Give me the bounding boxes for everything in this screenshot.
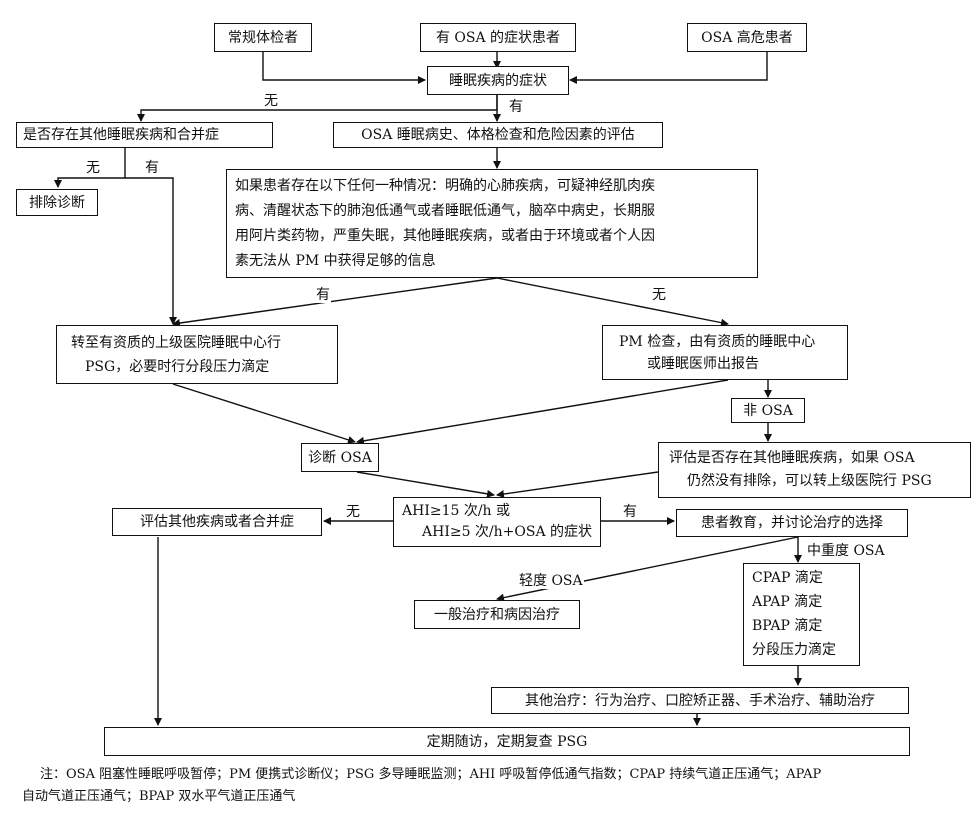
other-treatment-box: 其他治疗：行为治疗、口腔矫正器、手术治疗、辅助治疗 [491,687,909,714]
patient-education-box: 患者教育，并讨论治疗的选择 [676,509,908,537]
evaluate-comorbidity-box: 评估其他疾病或者合并症 [112,508,322,536]
follow-up-box: 定期随访，定期复查 PSG [104,727,910,756]
label-conditions-yes: 有 [315,287,331,303]
refer-psg-line-2: PSG，必要时行分段压力滴定 [85,359,270,375]
titration-box: CPAP 滴定 APAP 滴定 BPAP 滴定 分段压力滴定 [743,563,860,666]
label-symptom-no: 无 [263,93,279,109]
label-ahi-yes: 有 [622,504,638,520]
arrow-psg-to-diag [172,383,356,444]
conditions-line-3: 用阿片类药物，严重失眠，其他睡眠疾病，或者由于环境或者个人因 [235,228,655,244]
diagnose-osa-box: 诊断 OSA [301,443,379,472]
ahi-line-2: AHI≥5 次/h+OSA 的症状 [422,524,593,540]
exclude-diagnosis-box: 排除诊断 [16,189,98,216]
pm-exam-box: PM 检查，由有资质的睡眠中心 或睡眠医师出报告 [602,325,848,380]
label-symptom-yes: 有 [508,99,524,115]
label-other-yes: 有 [144,160,160,176]
label-conditions-no: 无 [651,287,667,303]
refer-psg-box: 转至有资质的上级医院睡眠中心行 PSG，必要时行分段压力滴定 [56,325,338,384]
arrow-routine-to-symptom [262,52,426,84]
titration-apap: APAP 滴定 [752,594,823,610]
evaluate-other-line-2: 仍然没有排除，可以转上级医院行 PSG [687,473,932,489]
titration-split: 分段压力滴定 [752,642,836,658]
label-moderate-severe: 中重度 OSA [806,543,886,559]
pm-exam-line-2: 或睡眠医师出报告 [647,356,759,372]
ahi-criteria-box: AHI≥15 次/h 或 AHI≥5 次/h+OSA 的症状 [393,497,601,547]
osa-high-risk-box: OSA 高危患者 [687,23,807,52]
arrow-conditions-no [496,277,729,327]
arrow-symptom-no [137,95,498,122]
non-osa-box: 非 OSA [731,398,805,423]
label-mild: 轻度 OSA [518,573,584,589]
other-sleep-disease-question-box: 是否存在其他睡眠疾病和合并症 [16,122,273,148]
abbreviation-note: 注：OSA 阻塞性睡眠呼吸暂停；PM 便携式诊断仪；PSG 多导睡眠监测；AHI… [22,764,972,808]
label-other-no: 无 [85,160,101,176]
conditions-line-4: 素无法从 PM 中获得足够的信息 [235,253,436,269]
note-line-1: 注：OSA 阻塞性睡眠呼吸暂停；PM 便携式诊断仪；PSG 多导睡眠监测；AHI… [40,767,822,782]
routine-checkup-box: 常规体检者 [214,23,312,52]
titration-bpap: BPAP 滴定 [752,618,823,634]
arrow-diag-to-ahi [356,471,495,498]
label-ahi-no: 无 [345,504,361,520]
conditions-box: 如果患者存在以下任何一种情况：明确的心肺疾病，可疑神经肌肉疾 病、清醒状态下的肺… [226,169,758,278]
ahi-line-1: AHI≥15 次/h 或 [402,503,511,519]
pm-exam-line-1: PM 检查，由有资质的睡眠中心 [619,334,816,350]
arrow-risk-to-symptom [569,52,768,84]
titration-cpap: CPAP 滴定 [752,570,823,586]
osa-symptom-patient-box: 有 OSA 的症状患者 [420,23,576,52]
refer-psg-line-1: 转至有资质的上级医院睡眠中心行 [71,335,281,351]
conditions-line-1: 如果患者存在以下任何一种情况：明确的心肺疾病，可疑神经肌肉疾 [235,178,655,194]
conditions-line-2: 病、清醒状态下的肺泡低通气或者睡眠低通气，脑卒中病史，长期服 [235,203,655,219]
note-line-2: 自动气道正压通气；BPAP 双水平气道正压通气 [22,789,296,804]
arrow-eval-to-ahi [496,471,659,498]
arrow-pm-to-diag [356,379,729,445]
osa-evaluation-box: OSA 睡眠病史、体格检查和危险因素的评估 [333,122,663,148]
evaluate-other-sleep-box: 评估是否存在其他睡眠疾病，如果 OSA 仍然没有排除，可以转上级医院行 PSG [658,442,971,498]
general-treatment-box: 一般治疗和病因治疗 [414,600,580,629]
evaluate-other-line-1: 评估是否存在其他睡眠疾病，如果 OSA [669,450,915,466]
sleep-symptom-box: 睡眠疾病的症状 [427,66,569,95]
arrow-other-yes [125,177,177,325]
arrow-conditions-yes [172,277,498,327]
